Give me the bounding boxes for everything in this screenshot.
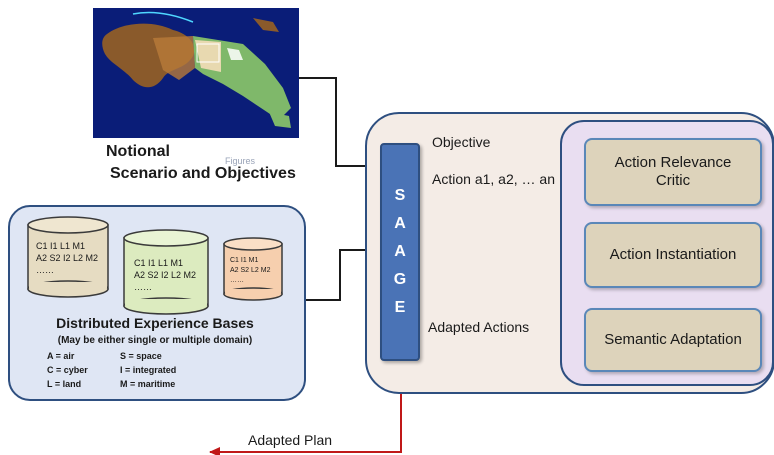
cylinder-2-line3: …… [134, 282, 152, 292]
scenario-label-objectives: Scenario and Objectives [110, 165, 296, 182]
semantic-adaptation-label: Semantic Adaptation [604, 331, 742, 348]
map-graphic [93, 8, 299, 138]
cylinder-2-text: C1 I1 L1 M1 A2 S2 I2 L2 M2 …… [134, 257, 196, 293]
faint-figure-label: Figures [225, 156, 256, 166]
legend-cyber: C = cyber [47, 365, 88, 375]
objective-label: Objective [432, 134, 491, 150]
scenario-map-image [93, 8, 299, 138]
cylinder-2 [123, 229, 209, 315]
cylinder-1-text: C1 I1 L1 M1 A2 S2 I2 L2 M2 …… [36, 240, 98, 276]
saage-letter-s: S [394, 187, 406, 204]
legend-integrated: I = integrated [120, 365, 177, 375]
cylinder-3-line1: C1 I1 M1 [230, 257, 259, 264]
cylinder-1-line1: C1 I1 L1 M1 [36, 241, 86, 251]
action-instantiation-box: Action Instantiation [584, 222, 762, 288]
scenario-connector [299, 77, 379, 170]
cylinder-3-line3: …… [230, 277, 244, 284]
cylinder-3-text: C1 I1 M1 A2 S2 L2 M2 …… [230, 256, 270, 286]
cylinder-2-line1: C1 I1 L1 M1 [134, 258, 184, 268]
semantic-adaptation-box: Semantic Adaptation [584, 308, 762, 372]
cylinder-1-line2: A2 S2 I2 L2 M2 [36, 253, 99, 263]
cylinder-3-line2: A2 S2 L2 M2 [230, 267, 271, 274]
saage-letter-a1: A [394, 215, 406, 232]
cylinder-1 [27, 216, 109, 298]
action-relevance-critic-box: Action Relevance Critic [584, 138, 762, 206]
legend-space: S = space [120, 351, 162, 361]
action-label-prefix: Action [432, 171, 475, 187]
experience-connector [302, 246, 379, 301]
cylinder-3 [223, 237, 283, 301]
action-instantiation-label: Action Instantiation [609, 246, 737, 263]
experience-subtitle: (May be either single or multiple domain… [57, 335, 253, 346]
cylinder-2-line2: A2 S2 I2 L2 M2 [134, 270, 197, 280]
saage-letter-e: E [394, 299, 406, 316]
action-label-list: a1, a2, … an [474, 171, 555, 187]
legend-air: A = air [47, 351, 75, 361]
action-label: Action a1, a2, … an [432, 171, 555, 187]
adapted-actions-label: Adapted Actions [428, 319, 530, 335]
action-relevance-critic-label: Action Relevance Critic [614, 154, 732, 189]
saage-letter-g: G [393, 271, 407, 288]
saage-letter-a2: A [394, 243, 406, 260]
legend-land: L = land [47, 379, 82, 389]
experience-title: Distributed Experience Bases [56, 315, 254, 331]
adapted-plan-label: Adapted Plan [248, 432, 333, 448]
scenario-label-notional: Notional [106, 143, 170, 160]
saage-bar: S A A G E [380, 143, 420, 361]
legend-maritime: M = maritime [120, 379, 176, 389]
cylinder-1-line3: …… [36, 265, 54, 275]
